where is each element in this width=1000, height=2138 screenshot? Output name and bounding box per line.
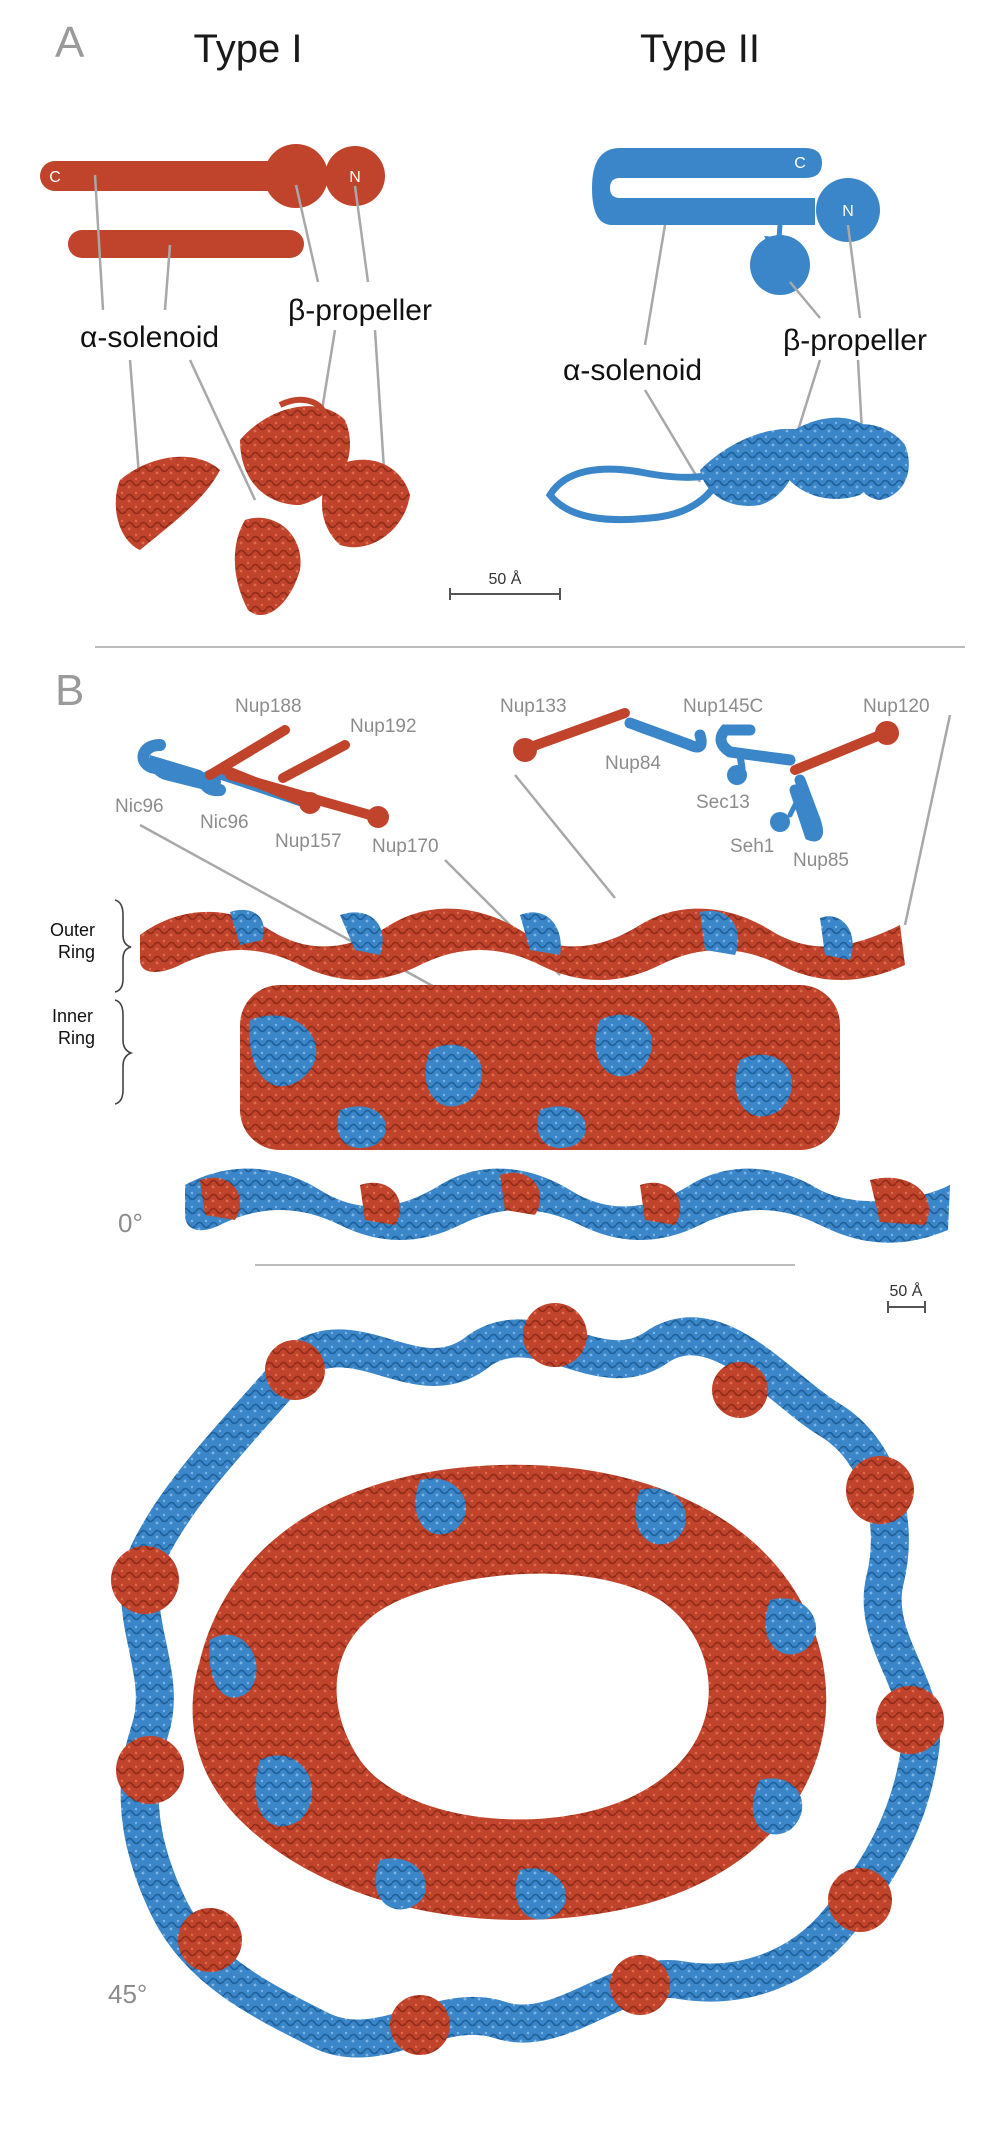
type2-title: Type II	[640, 27, 760, 71]
label-nup188: Nup188	[235, 696, 302, 717]
npc-tilted-view-render	[111, 1303, 944, 2058]
label-nup145c: Nup145C	[683, 696, 763, 717]
type2-structure-render	[545, 417, 909, 524]
type1-group: Type I C N α-solenoid β-propeller	[40, 27, 432, 616]
inner-ring-label-line2: Ring	[58, 1028, 95, 1048]
type2-group: Type II C N α-solenoid β-propeller	[545, 27, 927, 524]
panel-b-scale-bar: 50 Å	[887, 1281, 926, 1313]
label-nup133: Nup133	[500, 696, 567, 717]
angle-label-tilted: 45°	[108, 1979, 147, 2009]
type2-propeller-label: β-propeller	[783, 324, 927, 357]
npc-side-view-render	[140, 908, 950, 1243]
panel-b-letter: B	[55, 666, 84, 715]
outer-ring-brace	[114, 899, 132, 993]
label-sec13: Sec13	[696, 792, 750, 813]
type1-propeller-label: β-propeller	[288, 294, 432, 327]
type1-structure-render	[115, 396, 410, 616]
panel-b-scale-label: 50 Å	[890, 1281, 923, 1300]
type2-leader-lines	[643, 224, 864, 483]
label-nup120: Nup120	[863, 696, 930, 717]
panel-a-scale-label: 50 Å	[489, 569, 522, 588]
inner-ring-brace	[114, 999, 134, 1105]
inner-ring-label-line1: Inner	[52, 1006, 93, 1026]
panel-a-letter: A	[55, 18, 85, 67]
outer-ring-label-line2: Ring	[58, 942, 95, 962]
inner-ring-schematic	[137, 725, 389, 828]
type1-n-terminus: N	[349, 169, 361, 186]
type1-title: Type I	[194, 27, 303, 71]
angle-label-side: 0°	[118, 1208, 143, 1238]
type1-schematic	[40, 144, 385, 258]
type2-solenoid-label: α-solenoid	[563, 354, 702, 387]
outer-ring-label-line1: Outer	[50, 920, 95, 940]
label-nic96-a: Nic96	[115, 796, 164, 817]
label-nup84: Nup84	[605, 753, 661, 774]
label-nup170: Nup170	[372, 836, 439, 857]
ring-labels: Outer Ring Inner Ring	[50, 899, 134, 1105]
type1-leader-lines	[93, 174, 387, 501]
type2-c-terminus: C	[794, 155, 806, 172]
label-nup157: Nup157	[275, 831, 342, 852]
panel-a-scale-bar: 50 Å	[449, 569, 561, 600]
type1-solenoid-label: α-solenoid	[80, 321, 219, 354]
label-nup192: Nup192	[350, 716, 417, 737]
label-seh1: Seh1	[730, 836, 774, 857]
label-nup85: Nup85	[793, 850, 849, 871]
type2-n-terminus: N	[842, 203, 854, 220]
label-nic96-b: Nic96	[200, 812, 249, 833]
type2-schematic	[592, 148, 880, 295]
outer-ring-schematic	[513, 708, 899, 842]
type1-c-terminus: C	[49, 169, 61, 186]
